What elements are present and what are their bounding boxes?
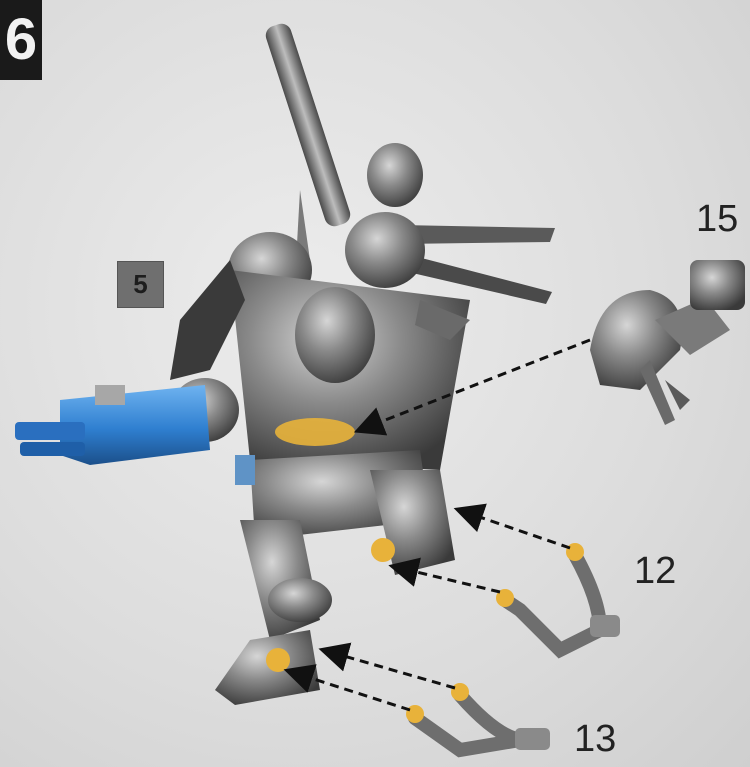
antenna-tube (263, 21, 353, 229)
callout-part-13: 13 (574, 718, 616, 761)
callout-part-12: 12 (634, 550, 676, 593)
joint-glow (275, 418, 355, 446)
figure-body (170, 212, 470, 705)
blue-weapon (15, 378, 255, 485)
callout-part-15: 15 (696, 198, 738, 241)
part-13-cable (406, 683, 550, 750)
part-15-head (590, 260, 745, 425)
part-12-cable (496, 543, 620, 650)
backpack-unit (367, 143, 423, 207)
